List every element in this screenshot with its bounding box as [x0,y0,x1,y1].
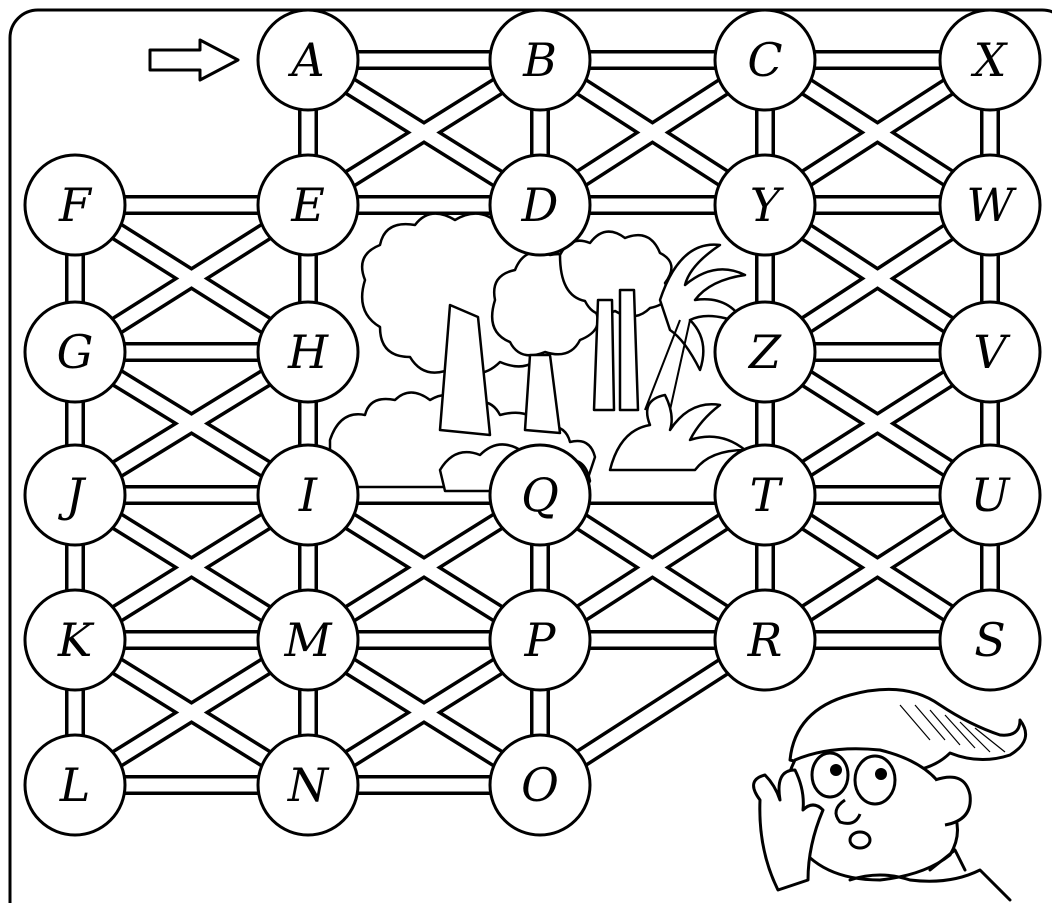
node-W[interactable]: W [940,155,1040,255]
node-label: X [971,33,1009,87]
node-label: C [747,33,782,87]
node-S[interactable]: S [940,590,1040,690]
node-label: B [522,33,557,87]
node-label: Q [521,468,559,522]
listening-boy-illustration [754,689,1026,900]
node-label: R [747,613,783,667]
right-arrow-icon [150,40,238,80]
node-C[interactable]: C [715,10,815,110]
node-E[interactable]: E [258,155,358,255]
node-label: Z [747,325,782,379]
node-N[interactable]: N [258,735,358,835]
node-J[interactable]: J [25,445,125,545]
node-label: P [524,613,557,667]
node-B[interactable]: B [490,10,590,110]
node-label: Y [750,178,785,232]
node-O[interactable]: O [490,735,590,835]
node-label: A [287,33,324,87]
node-label: E [290,178,325,232]
node-label: G [57,325,94,379]
node-label: M [283,613,333,667]
node-label: F [58,178,93,232]
node-Y[interactable]: Y [715,155,815,255]
node-H[interactable]: H [258,302,358,402]
node-U[interactable]: U [940,445,1040,545]
node-I[interactable]: I [258,445,358,545]
node-K[interactable]: K [25,590,125,690]
node-label: S [974,613,1006,667]
node-Z[interactable]: Z [715,302,815,402]
node-label: O [521,758,559,812]
node-Q[interactable]: Q [490,445,590,545]
node-label: I [298,468,318,522]
node-G[interactable]: G [25,302,125,402]
node-label: V [973,325,1011,379]
node-P[interactable]: P [490,590,590,690]
node-R[interactable]: R [715,590,815,690]
node-label: W [966,178,1017,232]
node-label: L [59,758,91,812]
node-X[interactable]: X [940,10,1040,110]
node-F[interactable]: F [25,155,125,255]
node-V[interactable]: V [940,302,1040,402]
node-label: N [287,758,330,812]
node-label: D [521,178,559,232]
node-A[interactable]: A [258,10,358,110]
node-L[interactable]: L [25,735,125,835]
node-D[interactable]: D [490,155,590,255]
node-M[interactable]: M [258,590,358,690]
node-label: H [287,325,329,379]
node-T[interactable]: T [715,445,815,545]
node-label: U [971,468,1012,522]
node-label: K [57,613,95,667]
node-label: T [750,468,784,522]
